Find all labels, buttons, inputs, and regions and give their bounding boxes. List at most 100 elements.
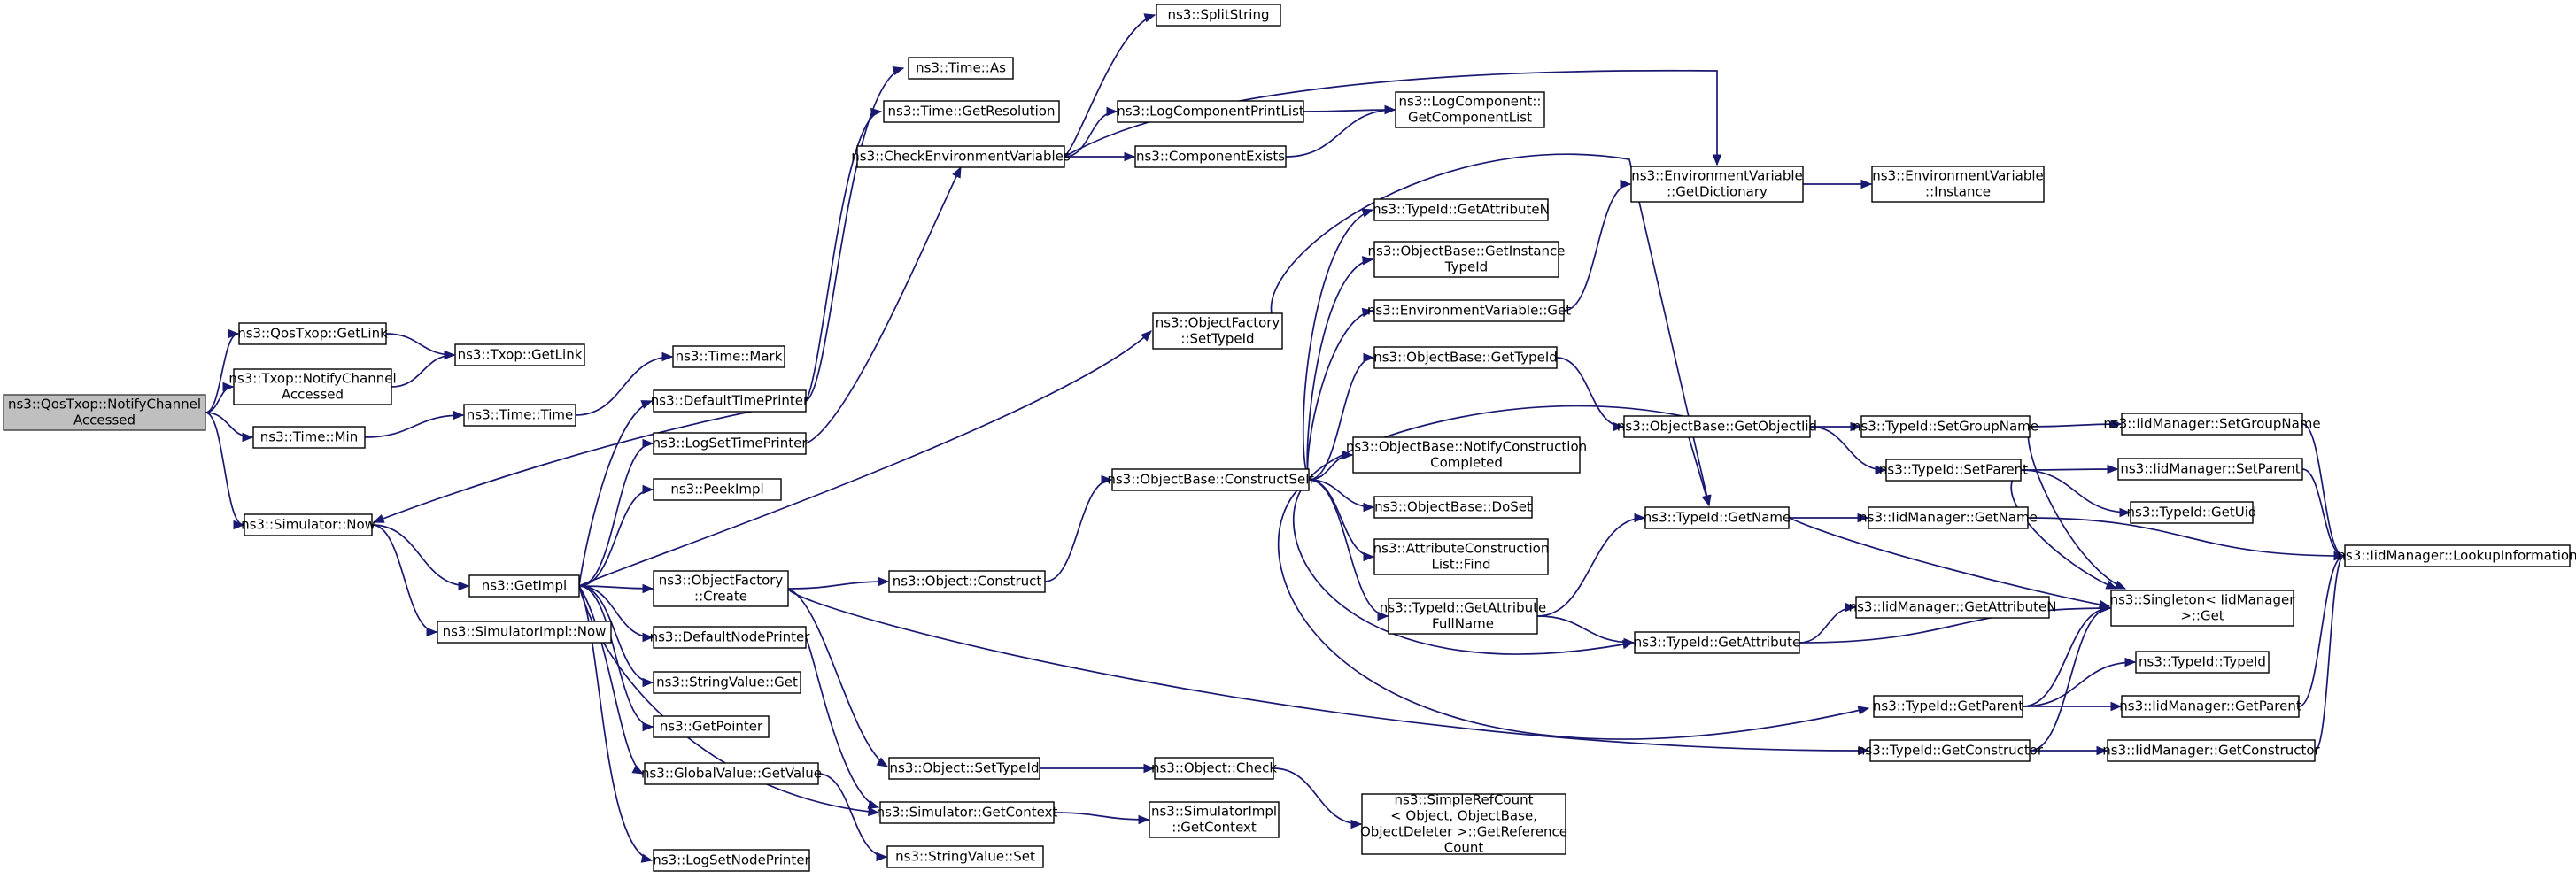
node-label-line: ns3::QosTxop::NotifyChannel [8, 397, 201, 413]
node-ns3-checkenvironmentvariables[interactable]: ns3::CheckEnvironmentVariables [851, 145, 1071, 168]
edge [372, 400, 807, 523]
node-ns3-objectbase-getobjectiid[interactable]: ns3::ObjectBase::GetObjectIid [1617, 415, 1817, 438]
node-ns3-getpointer[interactable]: ns3::GetPointer [653, 715, 770, 738]
node-ns3-iidmanager-getattributen[interactable]: ns3::IidManager::GetAttributeN [1849, 596, 2057, 619]
node-ns3-time-min[interactable]: ns3::Time::Min [252, 426, 366, 449]
node-label-line: ns3::LogComponent:: [1399, 94, 1542, 110]
node-ns3-txop-getlink[interactable]: ns3::Txop::GetLink [454, 343, 585, 366]
node-label-line: Accessed [73, 413, 135, 428]
node-label-line: ns3::IidManager::GetConstructor [2102, 743, 2320, 759]
node-ns3-iidmanager-getparent[interactable]: ns3::IidManager::GetParent [2119, 695, 2301, 718]
node-ns3-componentexists[interactable]: ns3::ComponentExists [1134, 145, 1287, 168]
node-label-line: ns3::DefaultTimePrinter [651, 393, 809, 409]
node-ns3-environmentvariable-instance[interactable]: ns3::EnvironmentVariable::Instance [1871, 166, 2045, 203]
node-ns3-objectbase-constructself[interactable]: ns3::ObjectBase::ConstructSelf [1107, 468, 1314, 491]
edge [578, 330, 1152, 587]
edge [578, 585, 654, 863]
node-label-line: ns3::StringValue::Get [656, 675, 798, 690]
edge [1788, 517, 2111, 610]
node-ns3-defaultnodeprinter[interactable]: ns3::DefaultNodePrinter [650, 626, 811, 649]
node-label-line: >::Get [2180, 608, 2224, 624]
edge [1053, 812, 1150, 825]
node-label-line: List::Find [1431, 557, 1490, 573]
node-label-line: ns3::AttributeConstruction [1373, 541, 1550, 557]
node-ns3-object-check[interactable]: ns3::Object::Check [1151, 757, 1277, 780]
node-label-line: Accessed [282, 387, 344, 403]
node-ns3-simulator-now[interactable]: ns3::Simulator::Now [241, 513, 375, 536]
node-ns3-stringvalue-get[interactable]: ns3::StringValue::Get [653, 671, 801, 694]
edge [578, 585, 654, 643]
node-label-line: ::Create [694, 589, 747, 605]
edge [2020, 469, 2131, 518]
node-ns3-typeid-typeid[interactable]: ns3::TypeId::TypeId [2135, 651, 2270, 674]
node-ns3-globalvalue-getvalue[interactable]: ns3::GlobalValue::GetValue [641, 762, 822, 785]
node-ns3-environmentvariable-getdictionary[interactable]: ns3::EnvironmentVariable::GetDictionary [1630, 166, 1804, 203]
node-ns3-simplerefcount-object-objectbase-objectdeleter-getreference-count[interactable]: ns3::SimpleRefCount< Object, ObjectBase,… [1360, 792, 1567, 856]
node-ns3-logsettimeprinter[interactable]: ns3::LogSetTimePrinter [652, 432, 808, 455]
node-ns3-typeid-getuid[interactable]: ns3::TypeId::GetUid [2127, 501, 2257, 524]
node-ns3-typeid-getconstructor[interactable]: ns3::TypeId::GetConstructor [1857, 739, 2044, 762]
node-ns3-objectfactory-settypeid[interactable]: ns3::ObjectFactory::SetTypeId [1152, 312, 1283, 350]
node-ns3-objectbase-gettypeid[interactable]: ns3::ObjectBase::GetTypeId [1373, 346, 1558, 369]
node-ns3-simulator-getcontext[interactable]: ns3::Simulator::GetContext [877, 801, 1058, 824]
node-ns3-typeid-getattributen[interactable]: ns3::TypeId::GetAttributeN [1373, 198, 1550, 221]
node-ns3-typeid-getname[interactable]: ns3::TypeId::GetName [1644, 506, 1791, 529]
node-ns3-iidmanager-getconstructor[interactable]: ns3::IidManager::GetConstructor [2102, 739, 2321, 762]
node-ns3-defaulttimeprinter[interactable]: ns3::DefaultTimePrinter [651, 389, 809, 413]
edge [1802, 179, 1873, 189]
node-label-line: ns3::ComponentExists [1136, 149, 1285, 165]
node-ns3-environmentvariable-get[interactable]: ns3::EnvironmentVariable::Get [1367, 299, 1571, 322]
node-ns3-iidmanager-setgroupname[interactable]: ns3::IidManager::SetGroupName [2103, 413, 2321, 436]
node-label-line: ns3::Time::Time [467, 407, 574, 423]
node-ns3-time-time[interactable]: ns3::Time::Time [463, 404, 576, 427]
edge [1064, 13, 1156, 158]
edge [1789, 513, 1869, 523]
node-ns3-typeid-getattribute[interactable]: ns3::TypeId::GetAttribute [1634, 631, 1800, 654]
node-ns3-logcomponentprintlist[interactable]: ns3::LogComponentPrintList [1117, 100, 1304, 123]
node-ns3-time-getresolution[interactable]: ns3::Time::GetResolution [883, 100, 1060, 123]
node-label-line: ns3::Time::Mark [676, 349, 783, 365]
node-ns3-logcomponent-getcomponentlist[interactable]: ns3::LogComponent::GetComponentList [1395, 91, 1545, 128]
node-ns3-objectbase-notifyconstruction-completed[interactable]: ns3::ObjectBase::NotifyConstructionCompl… [1346, 436, 1587, 474]
node-ns3-getimpl[interactable]: ns3::GetImpl [468, 574, 580, 598]
edge [1306, 307, 1374, 481]
node-label-line: ns3::ObjectBase::NotifyConstruction [1346, 439, 1587, 455]
edge [787, 588, 889, 767]
node-ns3-singleton-iidmanager-get[interactable]: ns3::Singleton< IidManager>::Get [2110, 590, 2296, 627]
node-ns3-qostxop-getlink[interactable]: ns3::QosTxop::GetLink [237, 322, 388, 345]
node-ns3-logsetnodeprinter[interactable]: ns3::LogSetNodePrinter [653, 849, 811, 872]
node-label-line: Count [1444, 840, 1484, 856]
node-ns3-typeid-setparent[interactable]: ns3::TypeId::SetParent [1879, 459, 2028, 482]
node-ns3-stringvalue-set[interactable]: ns3::StringValue::Set [886, 845, 1044, 868]
node-ns3-iidmanager-lookupinformation[interactable]: ns3::IidManager::LookupInformation [2337, 544, 2576, 567]
node-label-line: ns3::SimulatorImpl::Now [443, 624, 607, 640]
node-ns3-object-construct[interactable]: ns3::Object::Construct [888, 570, 1046, 593]
node-label-line: ns3::LogComponentPrintList [1117, 104, 1304, 120]
node-label-line: ns3::Object::Construct [893, 574, 1042, 590]
node-ns3-object-settypeid[interactable]: ns3::Object::SetTypeId [888, 757, 1040, 780]
node-ns3-iidmanager-getname[interactable]: ns3::IidManager::GetName [1859, 506, 2038, 529]
node-ns3-typeid-setgroupname[interactable]: ns3::TypeId::SetGroupName [1853, 415, 2038, 438]
node-ns3-iidmanager-setparent[interactable]: ns3::IidManager::SetParent [2117, 458, 2303, 481]
node-ns3-splitstring[interactable]: ns3::SplitString [1156, 4, 1281, 27]
edge [205, 382, 235, 413]
node-label-line: ns3::Txop::NotifyChannel [228, 371, 396, 387]
node-ns3-typeid-getparent[interactable]: ns3::TypeId::GetParent [1873, 695, 2023, 718]
edge [1563, 179, 1632, 312]
node-ns3-objectbase-doset[interactable]: ns3::ObjectBase::DoSet [1373, 496, 1533, 519]
edge [805, 636, 880, 809]
node-ns3-simulatorimpl-getcontext[interactable]: ns3::SimulatorImpl::GetContext [1149, 801, 1280, 838]
edge [2301, 468, 2346, 561]
node-ns3-time-as[interactable]: ns3::Time::As [908, 57, 1014, 80]
node-ns3-peekimpl[interactable]: ns3::PeekImpl [653, 478, 782, 501]
node-ns3-time-mark[interactable]: ns3::Time::Mark [672, 345, 785, 368]
node-ns3-simulatorimpl-now[interactable]: ns3::SimulatorImpl::Now [437, 621, 612, 644]
node-label-line: ns3::DefaultNodePrinter [650, 629, 811, 645]
node-ns3-objectfactory-create[interactable]: ns3::ObjectFactory::Create [653, 570, 789, 607]
node-label-line: ns3::EnvironmentVariable [1872, 168, 2043, 184]
